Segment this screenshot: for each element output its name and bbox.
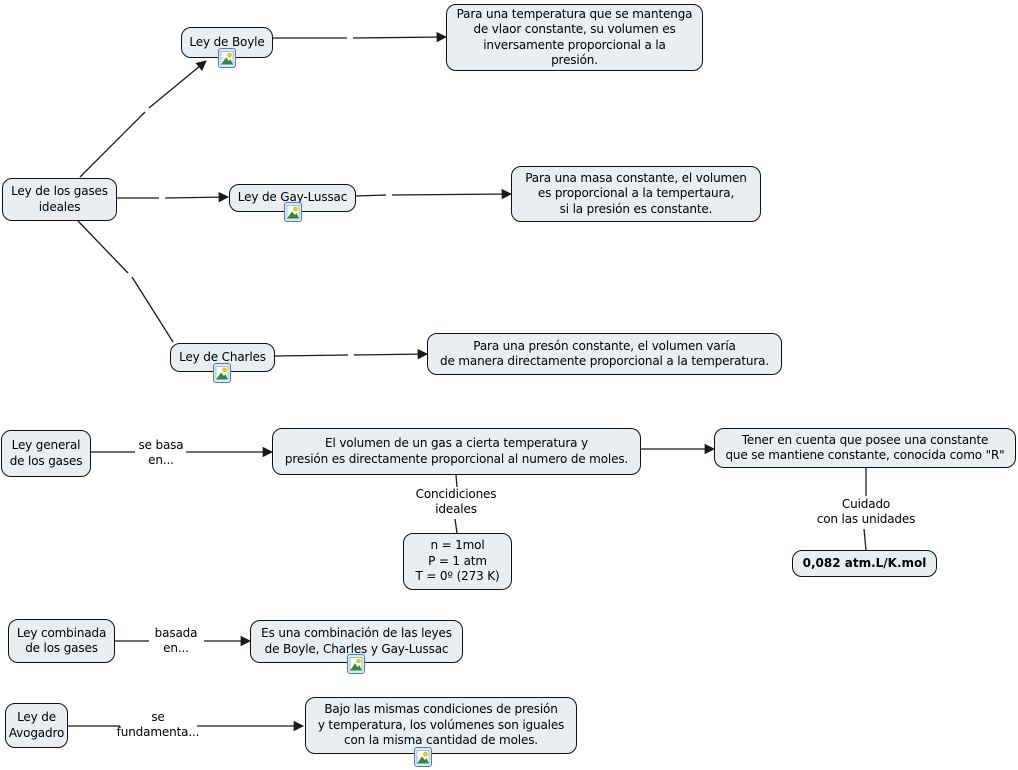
- node-avogadro-description[interactable]: Bajo las mismas condiciones de presión y…: [305, 697, 577, 754]
- connector-line: [355, 194, 387, 197]
- image-resource-icon[interactable]: [284, 202, 302, 222]
- connector-line: [274, 354, 349, 357]
- node-constante-r-description[interactable]: Tener en cuenta que posee una constante …: [714, 428, 1016, 468]
- connector-line: [455, 474, 458, 488]
- connector-line: [454, 518, 458, 534]
- node-charles-description[interactable]: Para una presón constante, el volumen va…: [427, 333, 782, 375]
- image-resource-icon[interactable]: [213, 363, 231, 383]
- link-label-se-basa-en[interactable]: se basa en...: [138, 438, 184, 467]
- link-label-basada-en[interactable]: basada en...: [154, 626, 198, 655]
- connector-line: [353, 348, 429, 360]
- connector-line: [131, 276, 174, 343]
- node-gay-lussac-description[interactable]: Para una masa constante, el volumen es p…: [511, 166, 761, 222]
- node-ley-general[interactable]: Ley general de los gases: [1, 430, 91, 477]
- connector-line: [77, 220, 129, 274]
- node-ley-combinada[interactable]: Ley combinada de los gases: [8, 619, 115, 663]
- image-resource-icon[interactable]: [218, 48, 236, 68]
- connector-line: [148, 60, 207, 109]
- node-ley-gases-ideales[interactable]: Ley de los gases ideales: [2, 178, 117, 221]
- node-condiciones-ideales-values[interactable]: n = 1mol P = 1 atm T = 0º (273 K): [403, 533, 512, 590]
- node-r-value[interactable]: 0,082 atm.L/K.mol: [792, 550, 937, 577]
- connector-line: [352, 31, 448, 43]
- image-resource-icon[interactable]: [414, 747, 432, 767]
- image-resource-icon[interactable]: [347, 654, 365, 674]
- link-label-se-fundamenta[interactable]: se fundamenta...: [116, 710, 200, 739]
- node-ley-general-description[interactable]: El volumen de un gas a cierta temperatur…: [272, 428, 641, 475]
- connector-line: [164, 191, 230, 203]
- connector-line: [391, 188, 513, 200]
- link-label-cuidado-unidades[interactable]: Cuidado con las unidades: [816, 497, 916, 526]
- node-boyle-description[interactable]: Para una temperatura que se mantenga de …: [446, 4, 703, 71]
- link-label-condiciones-ideales[interactable]: Concidiciones ideales: [415, 487, 497, 516]
- connector-line: [79, 111, 146, 178]
- connector-line: [863, 528, 867, 551]
- node-ley-de-avogadro[interactable]: Ley de Avogadro: [5, 703, 68, 748]
